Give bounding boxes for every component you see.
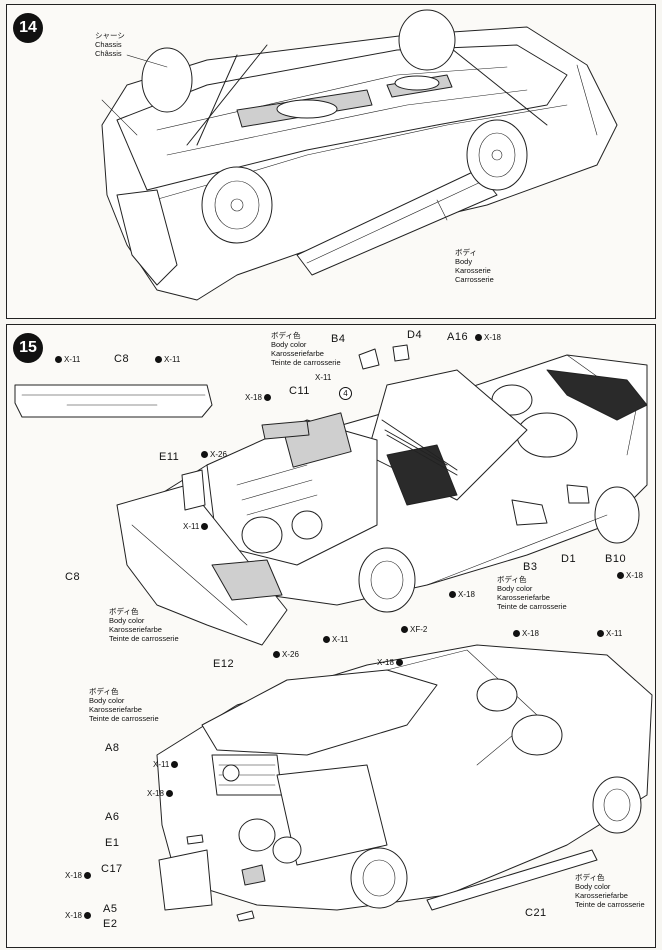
- part-label-a6: A6: [105, 811, 120, 823]
- step-number: 15: [19, 339, 37, 356]
- body-label: ボディ Body Karosserie Carrosserie: [455, 248, 494, 284]
- screw-x18-label: X-18: [475, 333, 501, 342]
- screw-x11-label: X-11: [323, 635, 348, 644]
- screw-x18-label: X-18: [245, 393, 271, 402]
- part-label-e11: E11: [159, 451, 180, 463]
- screw-x18-label: X-18: [147, 789, 173, 798]
- part-label-a5: A5: [103, 903, 118, 915]
- screw-x11-label: X-11: [55, 355, 80, 364]
- part-label-d4: D4: [407, 329, 423, 341]
- screw-x18-label: X-18: [513, 629, 539, 638]
- step-14-panel: 14: [6, 4, 656, 319]
- part-label-c11: C11: [289, 385, 310, 397]
- body-color-label: ボディ色 Body color Karosseriefarbe Teinte d…: [575, 873, 645, 909]
- screw-x18-label: X-18: [449, 590, 475, 599]
- step-15-panel: 15: [6, 324, 656, 948]
- screw-x26-label: X-26: [273, 650, 299, 659]
- body-color-label: ボディ色 Body color Karosseriefarbe Teinte d…: [109, 607, 179, 643]
- part-label-a16: A16: [447, 331, 469, 343]
- screw-x11-label: X-11: [153, 760, 179, 769]
- part-label-d1: D1: [561, 553, 577, 565]
- screw-x11-label: X-11: [155, 355, 180, 364]
- part-label-c8: C8: [114, 353, 130, 365]
- step-number-badge: 14: [13, 13, 43, 43]
- part-label-b3: B3: [523, 561, 538, 573]
- screw-x11-label: X-11: [597, 629, 622, 638]
- part-label-c8-side: C8: [65, 571, 81, 583]
- screw-x18-label: X-18: [65, 911, 91, 920]
- part-label-b10: B10: [605, 553, 627, 565]
- part-label-c17: C17: [101, 863, 123, 875]
- screw-x26-label: X-26: [201, 450, 227, 459]
- part-label-e2: E2: [103, 918, 118, 930]
- body-parts-assembly-illustration: [14, 344, 653, 922]
- screw-x11-label: X-11: [183, 522, 209, 531]
- screw-x18-label: X-18: [617, 571, 643, 580]
- part-label-a8: A8: [105, 742, 120, 754]
- screw-x18-label: X-18: [65, 871, 91, 880]
- screw-x11-label: X-11: [315, 373, 332, 382]
- screw-x18-label: X-18: [377, 658, 403, 667]
- body-color-label: ボディ色 Body color Karosseriefarbe Teinte d…: [89, 687, 159, 723]
- part-label-b4: B4: [331, 333, 346, 345]
- body-color-label: ボディ色 Body color Karosseriefarbe Teinte d…: [271, 331, 341, 367]
- screw-xf2-label: XF-2: [401, 625, 427, 634]
- part-label-e12: E12: [213, 658, 235, 670]
- circled-reference-marker: 4: [339, 387, 352, 400]
- step-number-badge: 15: [13, 333, 43, 363]
- step-number: 14: [19, 19, 37, 36]
- chassis-body-assembly-illustration: [101, 9, 618, 301]
- part-label-c21: C21: [525, 907, 547, 919]
- body-color-label: ボディ色 Body color Karosseriefarbe Teinte d…: [497, 575, 567, 611]
- chassis-label: シャーシ Chassis Châssis: [95, 31, 125, 58]
- part-label-e1: E1: [105, 837, 120, 849]
